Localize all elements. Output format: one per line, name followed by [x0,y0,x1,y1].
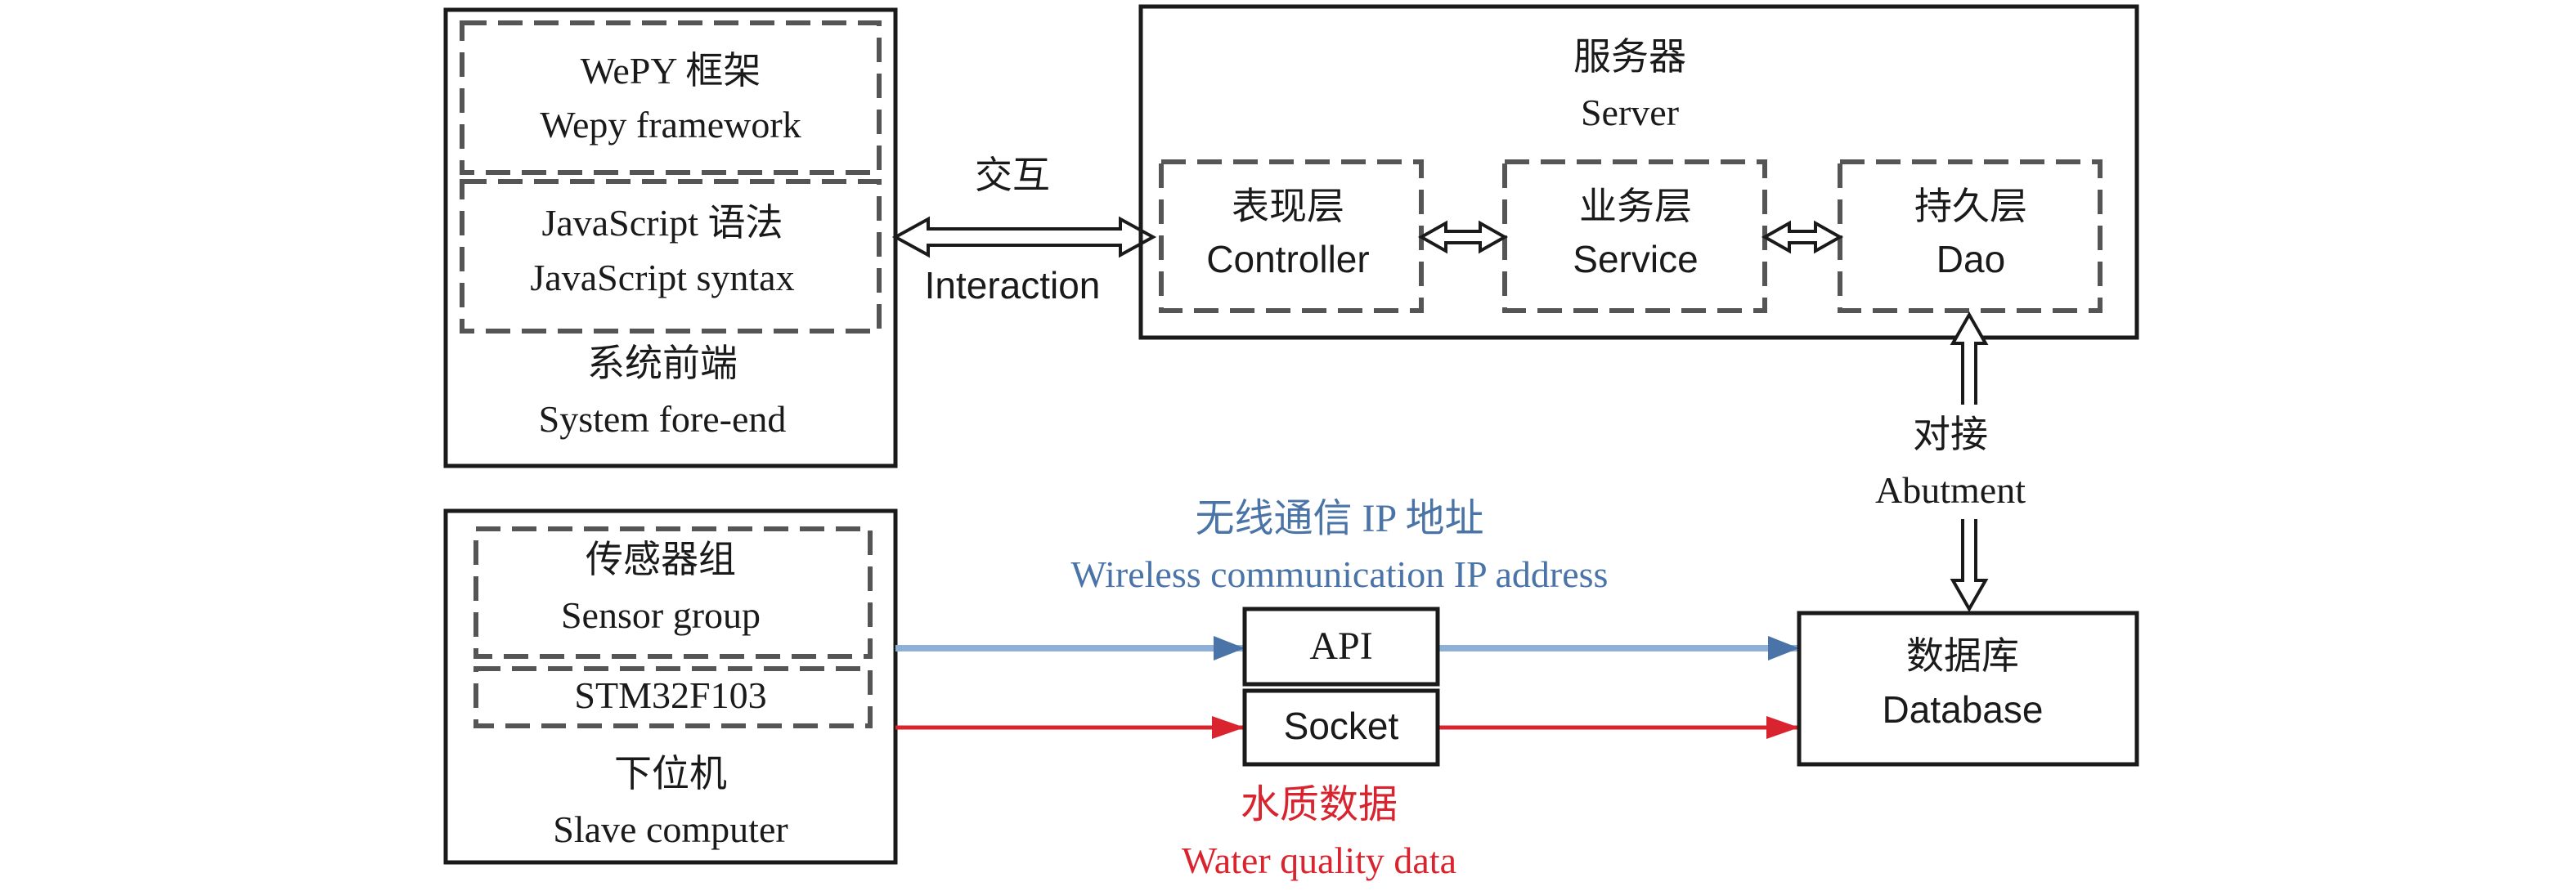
database-label-en: Database [1883,688,2044,731]
slave-border [443,508,898,865]
server-box: 服务器 Server 表现层 Controller 业务层 Service 持久… [1138,4,2139,340]
dao-label-en: Dao [1936,238,2005,280]
wepy-label-en: Wepy framework [540,104,801,146]
database-label-zh: 数据库 [1906,635,2019,677]
slave-to-socket-arrowhead [1212,716,1245,739]
sensor-group-box [473,526,873,659]
javascript-label-zh: JavaScript 语法 [541,202,783,244]
javascript-label-en: JavaScript syntax [530,257,794,298]
sensor-label-zh: 传感器组 [586,539,736,580]
slave-computer-box: 传感器组 Sensor group STM32F103 下位机 Slave co… [443,508,898,865]
interaction-arrow [891,216,1157,258]
wepy-label-zh: WePY 框架 [581,50,761,92]
dao-label-zh: 持久层 [1914,186,2027,227]
socket-to-database-arrowhead [1766,716,1799,739]
service-dao-arrow [1761,220,1844,254]
frontend-box: WePY 框架 Wepy framework JavaScript 语法 Jav… [443,7,898,468]
slave-title-en: Slave computer [553,808,788,850]
socket-label: Socket [1284,705,1399,747]
abutment-label-zh: 对接 [1913,414,1988,455]
controller-label-zh: 表现层 [1232,186,1344,227]
slave-to-api-arrowhead [1214,636,1245,660]
service-label-en: Service [1573,238,1698,280]
frontend-title-zh: 系统前端 [587,343,738,384]
slave-title-zh: 下位机 [614,753,727,795]
server-title-en: Server [1581,92,1679,133]
wireless-label-zh: 无线通信 IP 地址 [1196,497,1484,540]
wepy-framework-box [460,20,882,175]
dao-layer-box [1838,159,2103,313]
controller-label-en: Controller [1206,238,1369,280]
frontend-title-en: System fore-end [539,398,787,440]
api-box [1242,607,1440,687]
server-border [1138,4,2139,340]
socket-box [1242,688,1440,767]
database-box [1797,611,2139,767]
wireless-label-en: Wireless communication IP address [1071,553,1609,595]
interaction-label-en: Interaction [925,264,1101,307]
abutment-label-bg [1914,405,2028,519]
api-to-database-arrowhead [1768,636,1799,660]
service-label-zh: 业务层 [1579,186,1692,227]
controller-service-arrow [1417,220,1509,254]
stm32-label: STM32F103 [574,674,766,716]
controller-layer-box [1159,159,1424,313]
water-label-zh: 水质数据 [1241,783,1398,826]
water-label-en: Water quality data [1182,840,1456,881]
api-label: API [1309,625,1372,668]
sensor-label-en: Sensor group [561,594,761,636]
interaction-label-zh: 交互 [975,154,1050,196]
javascript-syntax-box [460,179,882,334]
server-title-zh: 服务器 [1573,36,1686,78]
abutment-label-en: Abutment [1875,469,2026,511]
stm32-box [473,666,873,728]
service-layer-box [1502,159,1767,313]
